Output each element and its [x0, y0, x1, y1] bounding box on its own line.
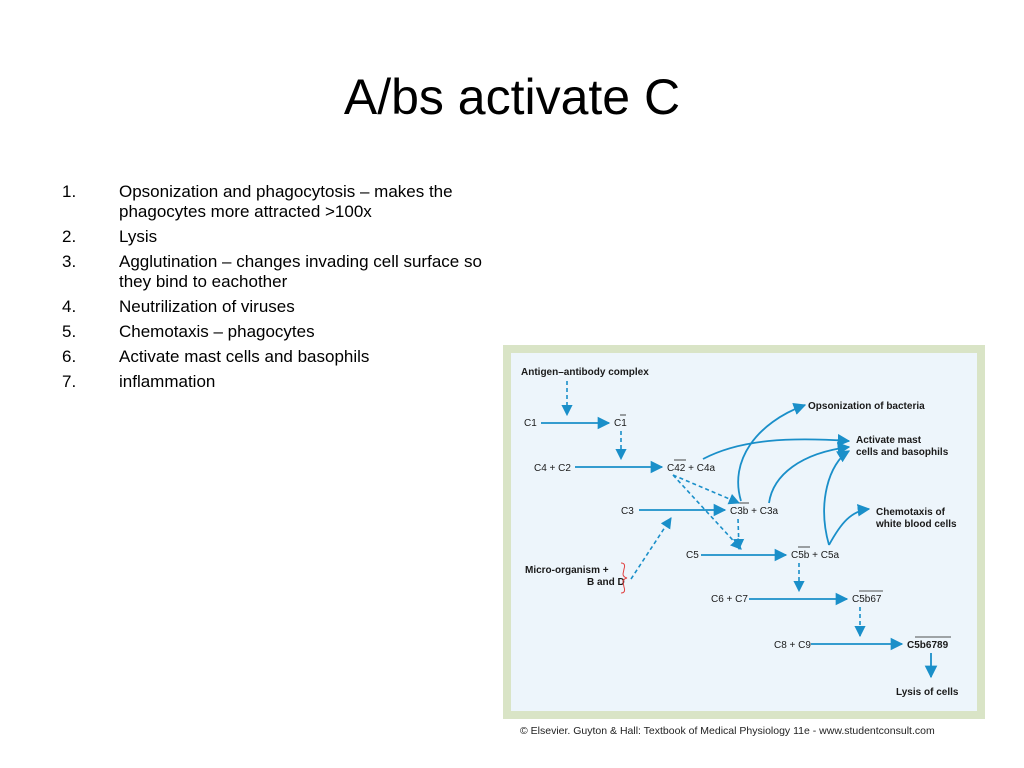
complement-cascade-figure: Antigen–antibody complex C1 C1 C4 + C2 C… [503, 345, 985, 719]
list-item: 3. Agglutination – changes invading cell … [62, 252, 512, 292]
item-text: Lysis [119, 227, 158, 246]
list-item: 7. inflammation [62, 372, 512, 392]
c1-active-label: C1 [614, 418, 627, 429]
item-text: Neutrilization of viruses [119, 297, 295, 316]
lysis-label: Lysis of cells [896, 687, 959, 698]
arrow-c5a-chemotaxis [828, 503, 871, 546]
chemotaxis-label-1: Chemotaxis of [876, 507, 946, 518]
antigen-antibody-label: Antigen–antibody complex [521, 367, 649, 378]
arrow-c3b-to-c5 [733, 518, 745, 551]
c5b-c5a-label: C5b + C5a [791, 550, 840, 561]
b-and-d-label: B and D [587, 577, 625, 588]
item-text: inflammation [119, 372, 216, 391]
item-number: 5. [62, 322, 77, 341]
c5b6789-label: C5b6789 [907, 640, 949, 651]
c42-c4a-label: C42 + C4a [667, 463, 716, 474]
c3-label: C3 [621, 506, 634, 517]
item-number: 2. [62, 227, 77, 246]
arrow-c42-to-c5 [672, 474, 742, 550]
item-text: Opsonization and phagocytosis – makes th… [119, 182, 453, 221]
c4-c2-label: C4 + C2 [534, 463, 571, 474]
arrow-c3a-mast [768, 442, 851, 504]
arrow-opsonization [737, 403, 807, 502]
c1-label: C1 [524, 418, 537, 429]
c6-c7-label: C6 + C7 [711, 594, 748, 605]
item-number: 3. [62, 252, 77, 271]
list-item: 4. Neutrilization of viruses [62, 297, 512, 317]
slide-title: A/bs activate C [343, 69, 681, 125]
item-number: 4. [62, 297, 77, 316]
item-number: 6. [62, 347, 77, 366]
figure-panel: Antigen–antibody complex C1 C1 C4 + C2 C… [511, 353, 977, 711]
item-number: 1. [62, 182, 77, 201]
c5b67-label: C5b67 [852, 594, 882, 605]
cascade-diagram: Antigen–antibody complex C1 C1 C4 + C2 C… [521, 367, 959, 698]
micro-organism-label: Micro-organism + [525, 565, 609, 576]
item-text: Agglutination – changes invading cell su… [119, 252, 482, 291]
arrow-c42-to-c3b [672, 474, 741, 505]
brace [620, 562, 628, 594]
c5-label: C5 [686, 550, 699, 561]
mast-cells-label-2: cells and basophils [856, 447, 949, 458]
point-list: 1. Opsonization and phagocytosis – makes … [62, 182, 512, 397]
opsonization-label: Opsonization of bacteria [808, 401, 925, 412]
arrow-c5a-mast [823, 450, 851, 546]
list-item: 2. Lysis [62, 227, 512, 247]
c3b-c3a-label: C3b + C3a [730, 506, 779, 517]
list-item: 6. Activate mast cells and basophils [62, 347, 512, 367]
list-item: 5. Chemotaxis – phagocytes [62, 322, 512, 342]
arrow-c4a-mast [702, 433, 851, 460]
list-item: 1. Opsonization and phagocytosis – makes … [62, 182, 512, 222]
item-text: Chemotaxis – phagocytes [119, 322, 315, 341]
c8-c9-label: C8 + C9 [774, 640, 811, 651]
figure-caption: © Elsevier. Guyton & Hall: Textbook of M… [520, 725, 935, 737]
arrow-micro-to-c3 [630, 517, 672, 580]
item-text: Activate mast cells and basophils [119, 347, 370, 366]
chemotaxis-label-2: white blood cells [875, 519, 957, 530]
item-number: 7. [62, 372, 77, 391]
mast-cells-label-1: Activate mast [856, 435, 922, 446]
